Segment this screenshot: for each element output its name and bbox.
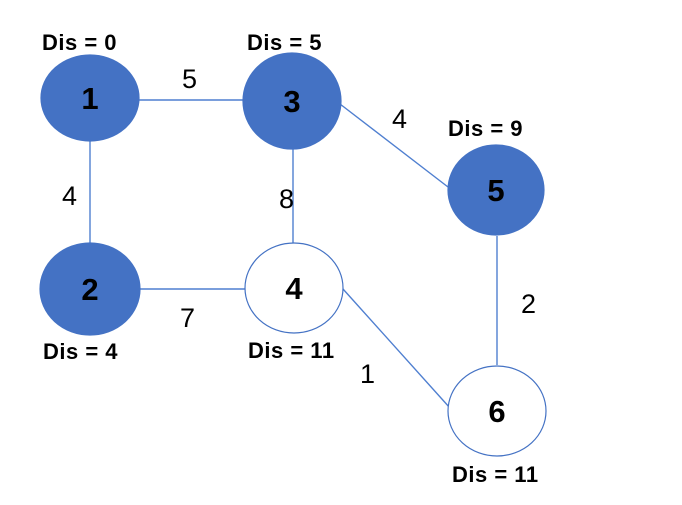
edge-weight-1-3: 5 <box>182 64 197 94</box>
node-1-distance-label: Dis = 0 <box>42 30 117 55</box>
node-6-distance-label: Dis = 11 <box>452 462 539 487</box>
node-5-label: 5 <box>487 173 504 208</box>
edge-weight-5-6: 2 <box>521 289 536 319</box>
node-2-distance-label: Dis = 4 <box>43 339 118 364</box>
node-4-label: 4 <box>285 271 303 306</box>
edge-weight-1-2: 4 <box>62 181 77 211</box>
edge-weight-2-4: 7 <box>180 303 195 333</box>
node-4-distance-label: Dis = 11 <box>248 338 335 363</box>
edge-weight-3-4: 8 <box>279 184 294 214</box>
node-3-visited <box>242 52 342 150</box>
node-2-label: 2 <box>81 272 98 307</box>
node-5-visited <box>447 144 545 236</box>
node-4-unvisited <box>244 242 344 334</box>
edge-3-5 <box>339 103 449 188</box>
node-3-distance-label: Dis = 5 <box>247 30 322 55</box>
node-6-unvisited <box>447 365 547 457</box>
edge-weight-4-6: 1 <box>360 359 375 389</box>
node-3-label: 3 <box>283 84 300 119</box>
node-6-label: 6 <box>488 394 505 429</box>
edge-4-6 <box>342 288 451 409</box>
node-1-label: 1 <box>81 81 98 116</box>
node-1-visited <box>40 54 140 142</box>
node-5-distance-label: Dis = 9 <box>448 116 523 141</box>
node-2-visited <box>39 242 141 336</box>
edge-weight-3-5: 4 <box>392 104 407 134</box>
